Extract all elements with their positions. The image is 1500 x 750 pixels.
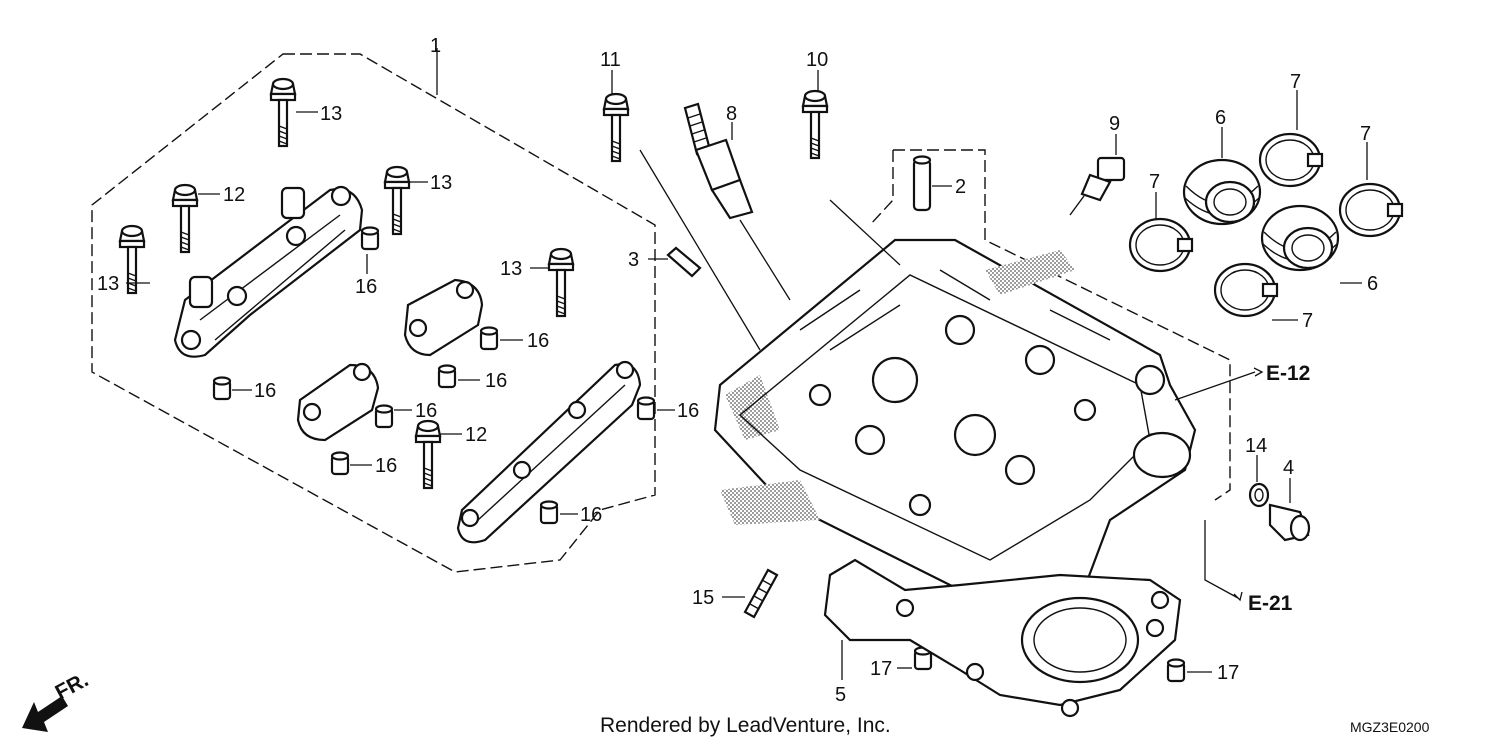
callout-6-b: 6	[1367, 273, 1378, 295]
callout-5: 5	[835, 684, 846, 706]
reference-e12: E-12	[1266, 362, 1310, 385]
dowel-pin-16-a	[360, 226, 380, 251]
insulator-clamp-7-d	[1213, 262, 1279, 318]
callout-6-a: 6	[1215, 107, 1226, 129]
dowel-pin-17-b	[1166, 658, 1186, 683]
reference-e21: E-21	[1248, 592, 1293, 615]
head-assembly-outline	[893, 149, 1231, 501]
head-bolt-11	[602, 92, 630, 163]
head-gasket-5	[823, 558, 1182, 718]
camshaft-holder-right	[456, 360, 642, 544]
holder-assembly-outline	[91, 53, 656, 573]
holder-bolt-13-top	[269, 77, 297, 148]
callout-13-top: 13	[320, 103, 342, 125]
dowel-pin-16-f	[636, 396, 656, 421]
callouts: 1 13 12 13 13 13 16 16 16 16 16 16 12 16…	[97, 35, 1378, 706]
callout-15: 15	[692, 587, 714, 609]
camshaft-holder-center-lower	[296, 362, 380, 442]
callout-17-a: 17	[870, 658, 892, 680]
callout-13-left: 13	[97, 273, 119, 295]
callout-7-d: 7	[1302, 310, 1313, 332]
holder-bolt-13-right	[547, 247, 575, 318]
dowel-pin-16-g	[330, 451, 350, 476]
intake-insulator-6-a	[1182, 158, 1262, 226]
callout-4: 4	[1283, 457, 1294, 479]
callout-7-b: 7	[1360, 123, 1371, 145]
leader-lines	[126, 48, 1368, 680]
stud-3	[666, 246, 702, 278]
insulator-clamp-7-a	[1258, 132, 1324, 188]
holder-bolt-13-center	[383, 165, 411, 236]
callout-16-d: 16	[254, 380, 276, 402]
spark-plug-8	[683, 102, 754, 220]
callout-1: 1	[430, 35, 441, 57]
callout-11: 11	[600, 49, 621, 71]
washer-14	[1248, 482, 1270, 508]
diagram-code: MGZ3E0200	[1350, 719, 1430, 735]
callout-9: 9	[1109, 113, 1120, 135]
camshaft-holder-center-upper	[403, 278, 484, 357]
callout-3: 3	[628, 249, 639, 271]
callout-12-upper: 12	[223, 184, 245, 206]
callout-8: 8	[726, 103, 737, 125]
callout-2: 2	[955, 176, 966, 198]
holder-bolt-12-lower	[414, 419, 442, 490]
front-arrow-icon	[22, 696, 68, 732]
flange-bolt-10	[801, 89, 829, 160]
callout-16-h: 16	[580, 504, 602, 526]
callout-16-f: 16	[677, 400, 699, 422]
cylinder-head	[713, 238, 1197, 607]
dowel-pin-16-c	[437, 364, 457, 389]
callout-16-g: 16	[375, 455, 397, 477]
callout-13-right: 13	[500, 258, 522, 280]
stud-15	[743, 568, 779, 619]
pin-2	[912, 155, 932, 212]
callout-13-center: 13	[430, 172, 452, 194]
insulator-clamp-7-b	[1338, 182, 1404, 238]
callout-14: 14	[1245, 435, 1267, 457]
credit-text: Rendered by LeadVenture, Inc.	[600, 714, 891, 737]
callout-17-b: 17	[1217, 662, 1239, 684]
intake-insulator-6-b	[1260, 204, 1340, 272]
camshaft-holder-left	[173, 185, 364, 358]
plug-bolt-4	[1268, 503, 1311, 542]
callout-16-c: 16	[485, 370, 507, 392]
callout-12-lower: 12	[465, 424, 487, 446]
callout-10: 10	[806, 49, 828, 71]
callout-16-e: 16	[415, 400, 437, 422]
callout-7-c: 7	[1149, 171, 1160, 193]
holder-bolt-12-upper	[171, 183, 199, 254]
callout-16-b: 16	[527, 330, 549, 352]
callout-16-a: 16	[355, 276, 377, 298]
insulator-clamp-7-c	[1128, 217, 1194, 273]
sensor-9	[1069, 156, 1126, 216]
dowel-pin-16-e	[374, 404, 394, 429]
dowel-pin-16-b	[479, 326, 499, 351]
dowel-pin-16-d	[212, 376, 232, 401]
dowel-pin-16-h	[539, 500, 559, 525]
callout-7-a: 7	[1290, 71, 1301, 93]
